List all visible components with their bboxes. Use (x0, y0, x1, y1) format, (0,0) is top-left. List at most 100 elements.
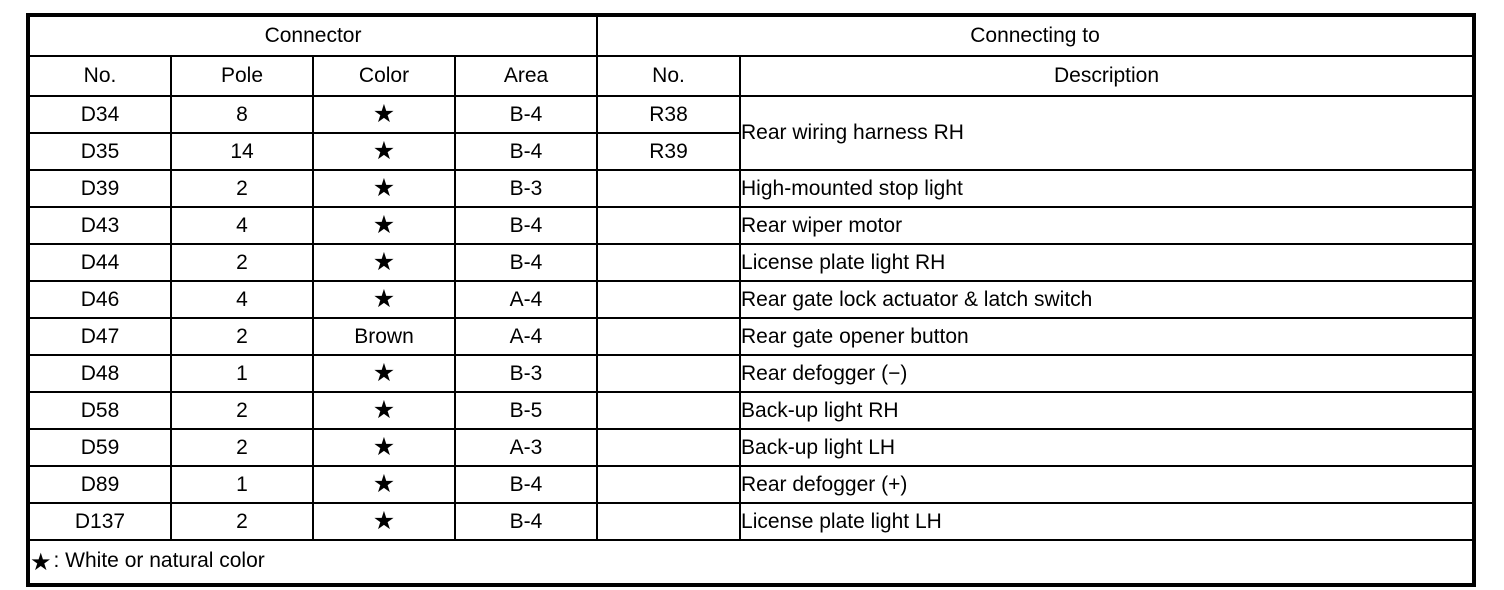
star-icon: ★ (372, 285, 396, 313)
cell-connector-area: B-4 (453, 95, 599, 134)
cell-connecting-no (596, 280, 742, 319)
cell-connecting-no: R38 (596, 95, 742, 134)
cell-connector-color: ★ (312, 206, 456, 245)
cell-connector-no: D137 (27, 502, 172, 541)
group-header-connector: Connector (26, 14, 599, 57)
cell-connector-color: ★ (312, 502, 456, 541)
cell-connector-no: D35 (27, 132, 172, 171)
cell-connecting-no (596, 354, 742, 393)
cell-connecting-no: R39 (596, 132, 742, 171)
cell-connecting-no (596, 428, 742, 467)
cell-connector-area: B-4 (453, 132, 599, 171)
cell-connector-pole: 8 (170, 95, 314, 134)
cell-connector-pole: 4 (170, 206, 314, 245)
cell-connector-area: B-5 (453, 391, 599, 430)
star-icon: ★ (372, 211, 396, 239)
star-icon: ★ (372, 470, 396, 498)
cell-connector-pole: 2 (170, 428, 314, 467)
cell-connector-pole: 1 (170, 465, 314, 504)
column-header-connecting-description: Description (739, 55, 1476, 97)
cell-connector-area: B-4 (453, 465, 599, 504)
cell-connecting-no (596, 465, 742, 504)
group-header-row: Connector Connecting to (26, 14, 1476, 57)
cell-connector-pole: 4 (170, 280, 314, 319)
cell-connecting-no (596, 206, 742, 245)
cell-connecting-no (596, 243, 742, 282)
cell-connector-area: B-4 (453, 243, 599, 282)
cell-connector-no: D48 (27, 354, 172, 393)
star-icon: ★ (372, 174, 396, 202)
cell-connector-pole: 1 (170, 354, 314, 393)
column-header-connecting-no: No. (596, 55, 742, 97)
cell-connector-no: D59 (27, 428, 172, 467)
cell-connector-color: ★ (312, 354, 456, 393)
star-icon: ★ (372, 137, 396, 165)
cell-connecting-description: Rear defogger (+) (739, 465, 1476, 504)
connector-table: Connector Connecting to No. Pole Color A… (26, 13, 1477, 587)
cell-connector-color: ★ (312, 465, 456, 504)
cell-connecting-no (596, 317, 742, 356)
cell-connector-color: ★ (312, 428, 456, 467)
cell-connecting-description: Rear gate lock actuator & latch switch (739, 280, 1476, 319)
footnote-text: : White or natural color (53, 549, 265, 572)
cell-connector-pole: 2 (170, 169, 314, 208)
column-header-row: No. Pole Color Area No. Description (27, 55, 1476, 97)
cell-connector-pole: 2 (170, 502, 314, 541)
cell-connector-color: ★ (312, 132, 456, 171)
cell-connector-no: D58 (27, 391, 172, 430)
group-header-connecting-to: Connecting to (596, 14, 1476, 57)
column-header-connector-pole: Pole (170, 55, 314, 97)
cell-connector-area: B-4 (453, 206, 599, 245)
column-header-connector-area: Area (453, 55, 599, 97)
star-icon: ★ (372, 100, 396, 128)
cell-connector-area: B-3 (453, 354, 599, 393)
cell-connecting-description: Back-up light RH (739, 391, 1476, 430)
cell-connector-no: D34 (27, 95, 172, 134)
cell-connecting-no (596, 391, 742, 430)
cell-connecting-description: High-mounted stop light (739, 169, 1476, 208)
cell-connector-color: Brown (312, 317, 456, 356)
cell-connector-area: B-3 (453, 169, 599, 208)
star-icon: ★ (372, 359, 396, 387)
cell-connecting-no (596, 169, 742, 208)
star-icon: ★ (372, 507, 396, 535)
cell-connecting-description: Rear defogger (−) (739, 354, 1476, 393)
cell-connector-area: B-4 (453, 502, 599, 541)
star-icon: ★ (30, 549, 52, 576)
cell-connector-area: A-4 (453, 280, 599, 319)
footnote-cell: ★: White or natural color (26, 539, 1476, 586)
star-icon: ★ (372, 396, 396, 424)
cell-connector-no: D44 (27, 243, 172, 282)
cell-connector-color: ★ (312, 391, 456, 430)
cell-connector-area: A-4 (453, 317, 599, 356)
cell-connecting-description: License plate light RH (739, 243, 1476, 282)
cell-connector-no: D43 (27, 206, 172, 245)
cell-connector-pole: 2 (170, 391, 314, 430)
cell-connector-no: D47 (27, 317, 172, 356)
cell-connector-no: D46 (27, 280, 172, 319)
cell-connecting-description: Rear wiper motor (739, 206, 1476, 245)
cell-connector-color: ★ (312, 169, 456, 208)
footnote-row: ★: White or natural color (26, 539, 1476, 586)
cell-connector-pole: 14 (170, 132, 314, 171)
cell-connector-pole: 2 (170, 243, 314, 282)
cell-connector-color: ★ (312, 95, 456, 134)
table-footer: ★: White or natural color (26, 539, 1476, 586)
cell-connecting-description: Rear wiring harness RH (739, 95, 1476, 171)
cell-connecting-description: License plate light LH (739, 502, 1476, 541)
cell-connector-no: D39 (27, 169, 172, 208)
table-header: Connector Connecting to No. Pole Color A… (26, 14, 1476, 97)
